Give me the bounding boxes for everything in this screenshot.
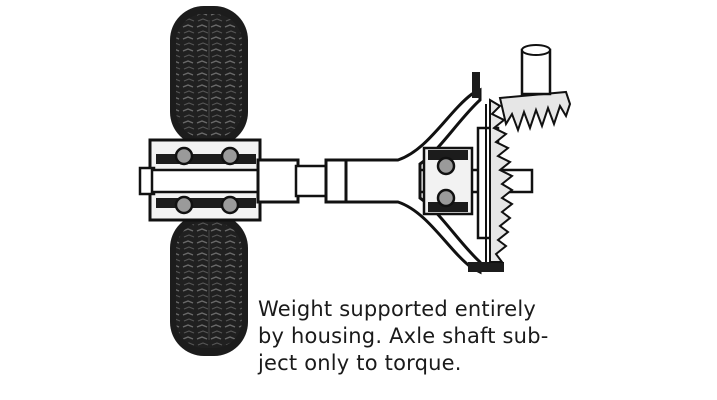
differential-bearing bbox=[422, 146, 474, 216]
bearing-ball bbox=[174, 195, 194, 215]
caption: Weight supported entirely by housing. Ax… bbox=[258, 296, 578, 377]
caption-line-3: ject only to torque. bbox=[258, 351, 462, 375]
pinion-gear bbox=[498, 44, 572, 133]
bearing-ball bbox=[220, 195, 240, 215]
caption-line-2: by housing. Axle shaft sub- bbox=[258, 324, 549, 348]
bearing-ball bbox=[436, 156, 456, 176]
tire bbox=[170, 6, 248, 356]
bearing-ball bbox=[174, 146, 194, 166]
axle-housing bbox=[256, 72, 504, 275]
ring-gear bbox=[476, 98, 514, 263]
caption-line-1: Weight supported entirely bbox=[258, 297, 537, 321]
bearing-ball bbox=[220, 146, 240, 166]
bearing-ball bbox=[436, 188, 456, 208]
